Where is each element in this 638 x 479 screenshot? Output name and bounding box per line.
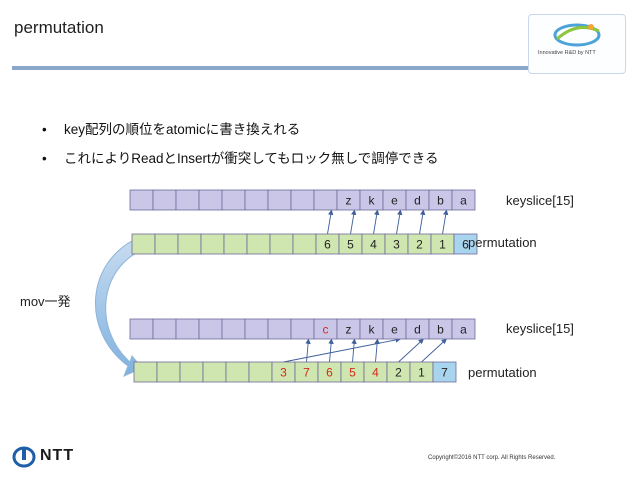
ntt-innovation-logo [528, 14, 626, 74]
bottom-key-cell [290, 318, 315, 340]
title-underline [12, 66, 532, 70]
top-key-cell [451, 189, 476, 211]
pointer-arrows [283, 209, 449, 363]
bottom-pointer-arrow [283, 337, 402, 363]
bottom-key-cell [244, 318, 269, 340]
top-perm-cell [223, 233, 248, 255]
bottom-perm-cell [248, 361, 273, 383]
top-perm-cell [177, 233, 202, 255]
bottom-perm-cell [225, 361, 250, 383]
bottom-pointer-arrow [328, 338, 334, 363]
bottom-perm-value: 6 [326, 366, 333, 380]
bottom-pointer-arrow [374, 338, 380, 363]
bottom-key-cell [175, 318, 200, 340]
top-permutation-label: permutation [468, 235, 537, 250]
bottom-key-cell [221, 318, 246, 340]
top-perm-cell [154, 233, 179, 255]
top-perm-value: 3 [393, 238, 400, 252]
bottom-key-value: b [437, 323, 444, 337]
ntt-logo-icon [12, 446, 36, 473]
mov-arrow [95, 236, 143, 377]
top-key-cell [175, 189, 200, 211]
bullet-text: key配列の順位をatomicに書き換えれる [64, 122, 301, 137]
bottom-key-value: z [346, 323, 352, 337]
bottom-key-cell [267, 318, 292, 340]
bottom-pointer-arrow [305, 338, 311, 363]
array-rows: z k e d b a 6 5 4 3 2 1 6 c z k e d b a 3 7 6 5 4 2 1 7 [129, 189, 478, 383]
bottom-key-value: e [391, 323, 398, 337]
top-perm-cell [200, 233, 225, 255]
top-perm-value: 5 [347, 238, 354, 252]
top-pointer-arrow [373, 209, 380, 235]
bottom-keyslice-label: keyslice[15] [506, 321, 574, 336]
top-perm-value: 4 [370, 238, 377, 252]
bottom-perm-value: 2 [395, 366, 402, 380]
top-pointer-arrow [327, 209, 334, 235]
top-pointer-arrow [396, 209, 403, 235]
bottom-perm-cell [179, 361, 204, 383]
top-perm-value: 1 [439, 238, 446, 252]
top-pointer-arrow [419, 209, 426, 235]
top-perm-value: 2 [416, 238, 423, 252]
bullet-item: •これによりReadとInsertが衝突してもロック無しで調停できる [42, 151, 439, 166]
top-key-value: a [460, 194, 467, 208]
bottom-pointer-arrow [398, 338, 424, 363]
bottom-perm-value: 1 [418, 366, 425, 380]
top-perm-cell [269, 233, 294, 255]
top-pointer-arrow [350, 209, 357, 235]
bottom-pointer-arrow [351, 338, 357, 363]
top-perm-cell [453, 233, 478, 255]
bullet-item: •key配列の順位をatomicに書き換えれる [42, 122, 301, 137]
bottom-key-value: k [369, 323, 376, 337]
page-title: permutation [14, 18, 104, 37]
mov-label: mov一発 [20, 294, 71, 309]
bottom-perm-cell [202, 361, 227, 383]
bottom-perm-value: 3 [280, 366, 287, 380]
top-key-cell [244, 189, 269, 211]
top-key-cell [198, 189, 223, 211]
logo-swoosh-icon [553, 23, 601, 47]
top-key-cell [129, 189, 154, 211]
top-key-value: d [414, 194, 421, 208]
top-pointer-arrow [442, 209, 449, 235]
bottom-perm-cell [133, 361, 158, 383]
bottom-perm-value: 4 [372, 366, 379, 380]
bottom-pointer-arrow [421, 338, 447, 363]
bottom-key-cell [152, 318, 177, 340]
bottom-key-cell [198, 318, 223, 340]
top-perm-cell [246, 233, 271, 255]
top-key-cell [290, 189, 315, 211]
top-key-cell [152, 189, 177, 211]
bottom-key-value: c [323, 323, 329, 337]
bottom-perm-value: 7 [441, 366, 448, 380]
bottom-key-value: a [460, 323, 467, 337]
logo-caption: Innovative R&D by NTT [538, 50, 596, 56]
top-perm-value: 6 [462, 238, 469, 252]
top-perm-cell [292, 233, 317, 255]
copyright-text: Copyright©2016 NTT corp. All Rights Rese… [428, 455, 556, 461]
ntt-logo-text: NTT [40, 447, 75, 464]
top-key-value: e [391, 194, 398, 208]
top-perm-cell [131, 233, 156, 255]
bullet-text: これによりReadとInsertが衝突してもロック無しで調停できる [64, 151, 439, 166]
top-keyslice-label: keyslice[15] [506, 193, 574, 208]
top-perm-value: 6 [324, 238, 331, 252]
bottom-perm-cell [432, 361, 457, 383]
bottom-perm-value: 5 [349, 366, 356, 380]
bottom-permutation-label: permutation [468, 365, 537, 380]
top-key-cell [221, 189, 246, 211]
bottom-perm-cell [156, 361, 181, 383]
top-key-cell [267, 189, 292, 211]
bottom-perm-value: 7 [303, 366, 310, 380]
top-key-cell [313, 189, 338, 211]
top-key-value: z [346, 194, 352, 208]
top-key-value: b [437, 194, 444, 208]
bullet-list: •key配列の順位をatomicに書き換えれる •これによりReadとInser… [42, 118, 439, 176]
top-key-value: k [369, 194, 376, 208]
bottom-key-cell [451, 318, 476, 340]
bottom-key-cell [129, 318, 154, 340]
bottom-key-value: d [414, 323, 421, 337]
